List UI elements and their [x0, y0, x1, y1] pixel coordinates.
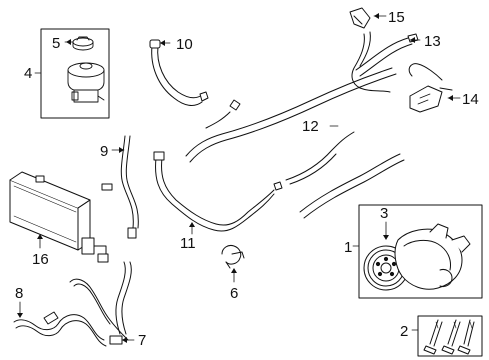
callout-13: 13: [424, 33, 441, 50]
return-hose-10: [149, 39, 209, 106]
line-9: [101, 135, 139, 239]
callout-9: 9: [100, 143, 108, 160]
cooler-16: [9, 171, 109, 263]
callout-8: 8: [15, 285, 23, 302]
callout-6: 6: [230, 285, 238, 302]
callout-12: 12: [302, 118, 319, 135]
pump-box: [358, 204, 483, 299]
sensor-14: [408, 63, 461, 113]
callout-14: 14: [462, 91, 479, 108]
bolts-box: [417, 315, 483, 357]
hose-7: [69, 261, 135, 345]
reservoir-group: [34, 28, 110, 119]
hose-8: [13, 301, 107, 347]
clamp-6: [221, 245, 245, 283]
pressure-line-11: [153, 151, 283, 235]
callout-7: 7: [138, 332, 146, 349]
callouts: 1 2 3 4 5 6 7 8 9 10 11 12 13 14 15 16: [15, 9, 479, 349]
callout-1: 1: [344, 239, 352, 256]
pump-group: [352, 204, 483, 299]
lines-12-13: [185, 31, 421, 219]
leader-5-arrow: [66, 39, 71, 45]
clip-15: [349, 7, 387, 29]
bolts-group: [411, 315, 483, 357]
callout-4: 4: [24, 65, 32, 82]
callout-2: 2: [400, 323, 408, 340]
callout-10: 10: [176, 36, 193, 53]
callout-11: 11: [180, 235, 196, 252]
reservoir-cap: [72, 36, 94, 51]
callout-16: 16: [32, 251, 49, 268]
reservoir-box: [40, 28, 110, 119]
reservoir-tank: [67, 62, 105, 103]
callout-5: 5: [52, 35, 60, 52]
pump-body: [394, 223, 471, 290]
callout-15: 15: [388, 9, 405, 26]
callout-3: 3: [380, 205, 388, 222]
